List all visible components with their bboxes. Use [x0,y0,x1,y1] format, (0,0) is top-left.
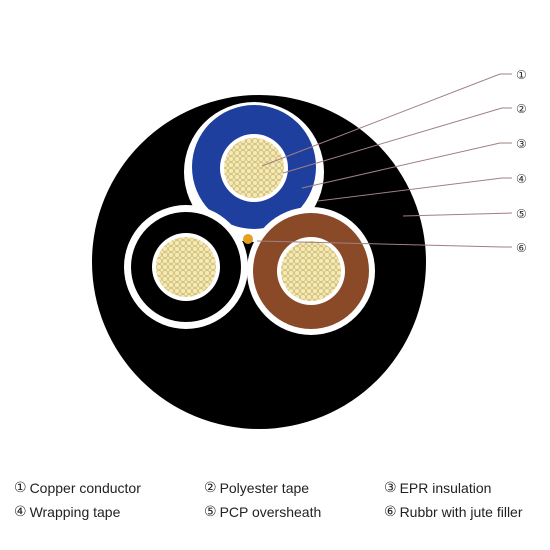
legend-label-2: Polyester tape [219,480,310,496]
legend-num-1: ① [14,480,27,496]
legend-label-4: Wrapping tape [29,504,121,520]
legend-num-2: ② [204,480,217,496]
callout-3: ③ [516,137,527,151]
legend-num-5: ⑤ [204,504,217,520]
legend-label-5: PCP oversheath [219,504,322,520]
callout-1: ① [516,68,527,82]
legend-num-3: ③ [384,480,397,496]
leader-line-3 [301,142,512,189]
legend-row-1: ① Copper conductor ② Polyester tape ③ EP… [14,476,550,500]
center-filler [243,234,253,244]
legend-item-rubber-jute-filler: ⑥ Rubbr with jute filler [384,500,550,524]
cable-cross-section-diagram: ① ② ③ ④ ⑤ ⑥ [92,68,527,429]
legend: ① Copper conductor ② Polyester tape ③ EP… [14,476,550,524]
right-core-conductor [281,241,341,301]
callout-2: ② [516,102,527,116]
leader-line-4 [317,177,512,202]
left-core-conductor [156,237,216,297]
legend-item-copper-conductor: ① Copper conductor [14,476,204,500]
leader-line-2 [282,107,512,174]
leader-line-6 [256,240,512,248]
legend-label-6: Rubbr with jute filler [399,504,523,520]
top-core-conductor [224,138,284,198]
legend-item-polyester-tape: ② Polyester tape [204,476,384,500]
callout-6: ⑥ [516,241,527,255]
legend-num-4: ④ [14,504,27,520]
leader-line-5 [402,212,513,217]
callout-5: ⑤ [516,207,527,221]
leader-line-1 [261,73,512,167]
callout-4: ④ [516,172,527,186]
legend-item-pcp-oversheath: ⑤ PCP oversheath [204,500,384,524]
legend-item-wrapping-tape: ④ Wrapping tape [14,500,204,524]
legend-num-6: ⑥ [384,504,397,520]
legend-label-1: Copper conductor [29,480,141,496]
legend-row-2: ④ Wrapping tape ⑤ PCP oversheath ⑥ Rubbr… [14,500,550,524]
legend-item-epr-insulation: ③ EPR insulation [384,476,550,500]
legend-label-3: EPR insulation [399,480,492,496]
